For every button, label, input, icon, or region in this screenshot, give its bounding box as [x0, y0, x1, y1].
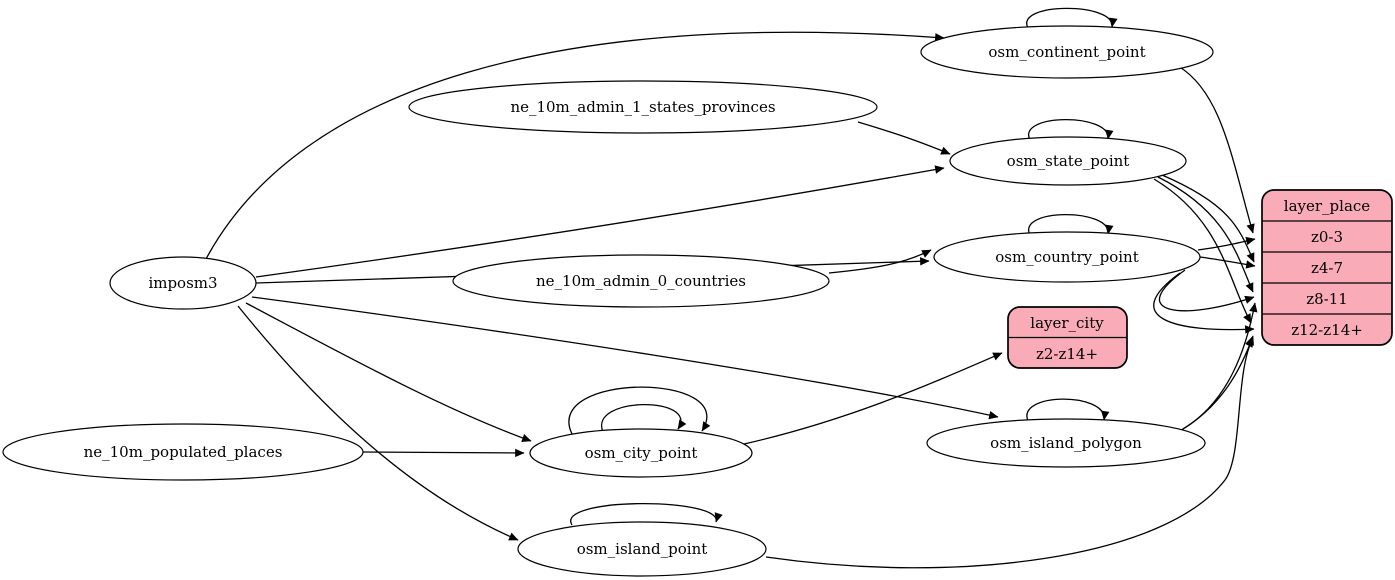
- edge-ne_10m_admin_1_states_provinces-to-osm_state_point: [857, 121, 951, 155]
- edge-osm_state_point-to-layer_place-z8-11: [1157, 176, 1254, 293]
- osm_country_point-label: osm_country_point: [995, 248, 1139, 266]
- node-ne_10m_admin_1_states_provinces: ne_10m_admin_1_states_provinces: [408, 80, 878, 134]
- ne_10m_admin_1_states_provinces-ellipse: [408, 80, 878, 134]
- record-layer_city: layer_city z2-z14+: [1007, 306, 1128, 369]
- edge-osm_country_point-to-layer_place-z8-11: [1159, 269, 1255, 312]
- edge-osm_city_point-to-layer_city-z2-z14: [743, 352, 1003, 445]
- osm_country_point-ellipse: [933, 231, 1201, 283]
- ne_10m_admin_0_countries-ellipse: [452, 254, 830, 308]
- imposm3-ellipse: [109, 256, 257, 310]
- layer_place-row-z12-z14: z12-z14+: [1291, 321, 1363, 339]
- edge-imposm3-to-osm_continent_point: [205, 31, 945, 260]
- layer_place-row-z8-11: z8-11: [1306, 290, 1348, 308]
- osm_island_point-label: osm_island_point: [577, 540, 708, 558]
- edge-osm_country_point-to-layer_place-z0-3: [1197, 236, 1256, 251]
- imposm3-label: imposm3: [148, 274, 217, 292]
- layer_place-title: layer_place: [1284, 197, 1371, 215]
- edge-osm_state_point-to-layer_place-z4-7: [1161, 174, 1255, 263]
- osm_state_point-ellipse: [949, 136, 1187, 186]
- record-layer_place: layer_place z0-3 z4-7 z8-11 z12-z14+: [1261, 189, 1393, 346]
- edge-osm_city_point-self-inner: [600, 403, 687, 433]
- node-osm_state_point: osm_state_point: [949, 136, 1187, 186]
- layer_place-row-z0-3: z0-3: [1311, 228, 1343, 246]
- node-osm_island_polygon: osm_island_polygon: [926, 418, 1206, 468]
- edge-imposm3-to-osm_state_point: [255, 165, 945, 278]
- layer_city-title: layer_city: [1030, 314, 1104, 332]
- edge-osm_continent_point-self: [1026, 7, 1118, 29]
- osm_island_polygon-ellipse: [926, 418, 1206, 468]
- edge-osm_island_point-self: [570, 502, 723, 526]
- ne_10m_admin_1_states_provinces-label: ne_10m_admin_1_states_provinces: [510, 98, 775, 116]
- node-osm_island_point: osm_island_point: [517, 521, 767, 577]
- edge-osm_island_point-to-layer_place-z12-z14: [765, 337, 1254, 569]
- edge-imposm3-to-osm_city_point: [245, 302, 532, 442]
- edge-osm_state_point-self: [1027, 119, 1114, 141]
- ne_10m_populated_places-ellipse: [2, 423, 364, 481]
- edges-layer: [205, 7, 1258, 569]
- layer_place-box: [1261, 189, 1393, 346]
- edge-osm_continent_point-to-layer_place-z0-3: [1177, 65, 1255, 234]
- edge-osm_city_point-self-outer: [568, 386, 711, 435]
- node-osm_country_point: osm_country_point: [933, 231, 1201, 283]
- osm_island_polygon-label: osm_island_polygon: [990, 434, 1142, 452]
- osm_city_point-ellipse: [529, 428, 753, 478]
- osm_island_point-ellipse: [517, 521, 767, 577]
- edge-osm_country_point-to-layer_place-z4-7: [1199, 256, 1256, 269]
- node-imposm3: imposm3: [109, 256, 257, 310]
- node-ne_10m_admin_0_countries: ne_10m_admin_0_countries: [452, 254, 830, 308]
- layer_place-row-z4-7: z4-7: [1311, 259, 1343, 277]
- ne_10m_admin_0_countries-label: ne_10m_admin_0_countries: [536, 272, 746, 290]
- edge-ne_10m_admin_0_countries-to-osm_country_point: [828, 249, 932, 274]
- osm_state_point-label: osm_state_point: [1007, 152, 1130, 170]
- osm_continent_point-label: osm_continent_point: [988, 43, 1145, 61]
- edge-imposm3-to-osm_island_polygon: [251, 296, 999, 420]
- node-osm_city_point: osm_city_point: [529, 428, 753, 478]
- ne_10m_populated_places-label: ne_10m_populated_places: [84, 443, 283, 461]
- node-osm_continent_point: osm_continent_point: [920, 25, 1214, 79]
- node-ne_10m_populated_places: ne_10m_populated_places: [2, 423, 364, 481]
- layer_city-row-z2-z14: z2-z14+: [1036, 345, 1098, 363]
- edge-osm_country_point-to-layer_place-z12-z14: [1153, 272, 1255, 334]
- edge-osm_country_point-self: [1027, 214, 1114, 236]
- edge-osm_island_polygon-self: [1026, 398, 1110, 422]
- edge-ne_10m_populated_places-to-osm_city_point: [362, 448, 525, 458]
- osm_city_point-label: osm_city_point: [585, 444, 698, 462]
- edge-imposm3-to-osm_island_point: [237, 305, 519, 541]
- osm_continent_point-ellipse: [920, 25, 1214, 79]
- edge-osm_state_point-to-layer_place-z12-z14: [1153, 178, 1252, 324]
